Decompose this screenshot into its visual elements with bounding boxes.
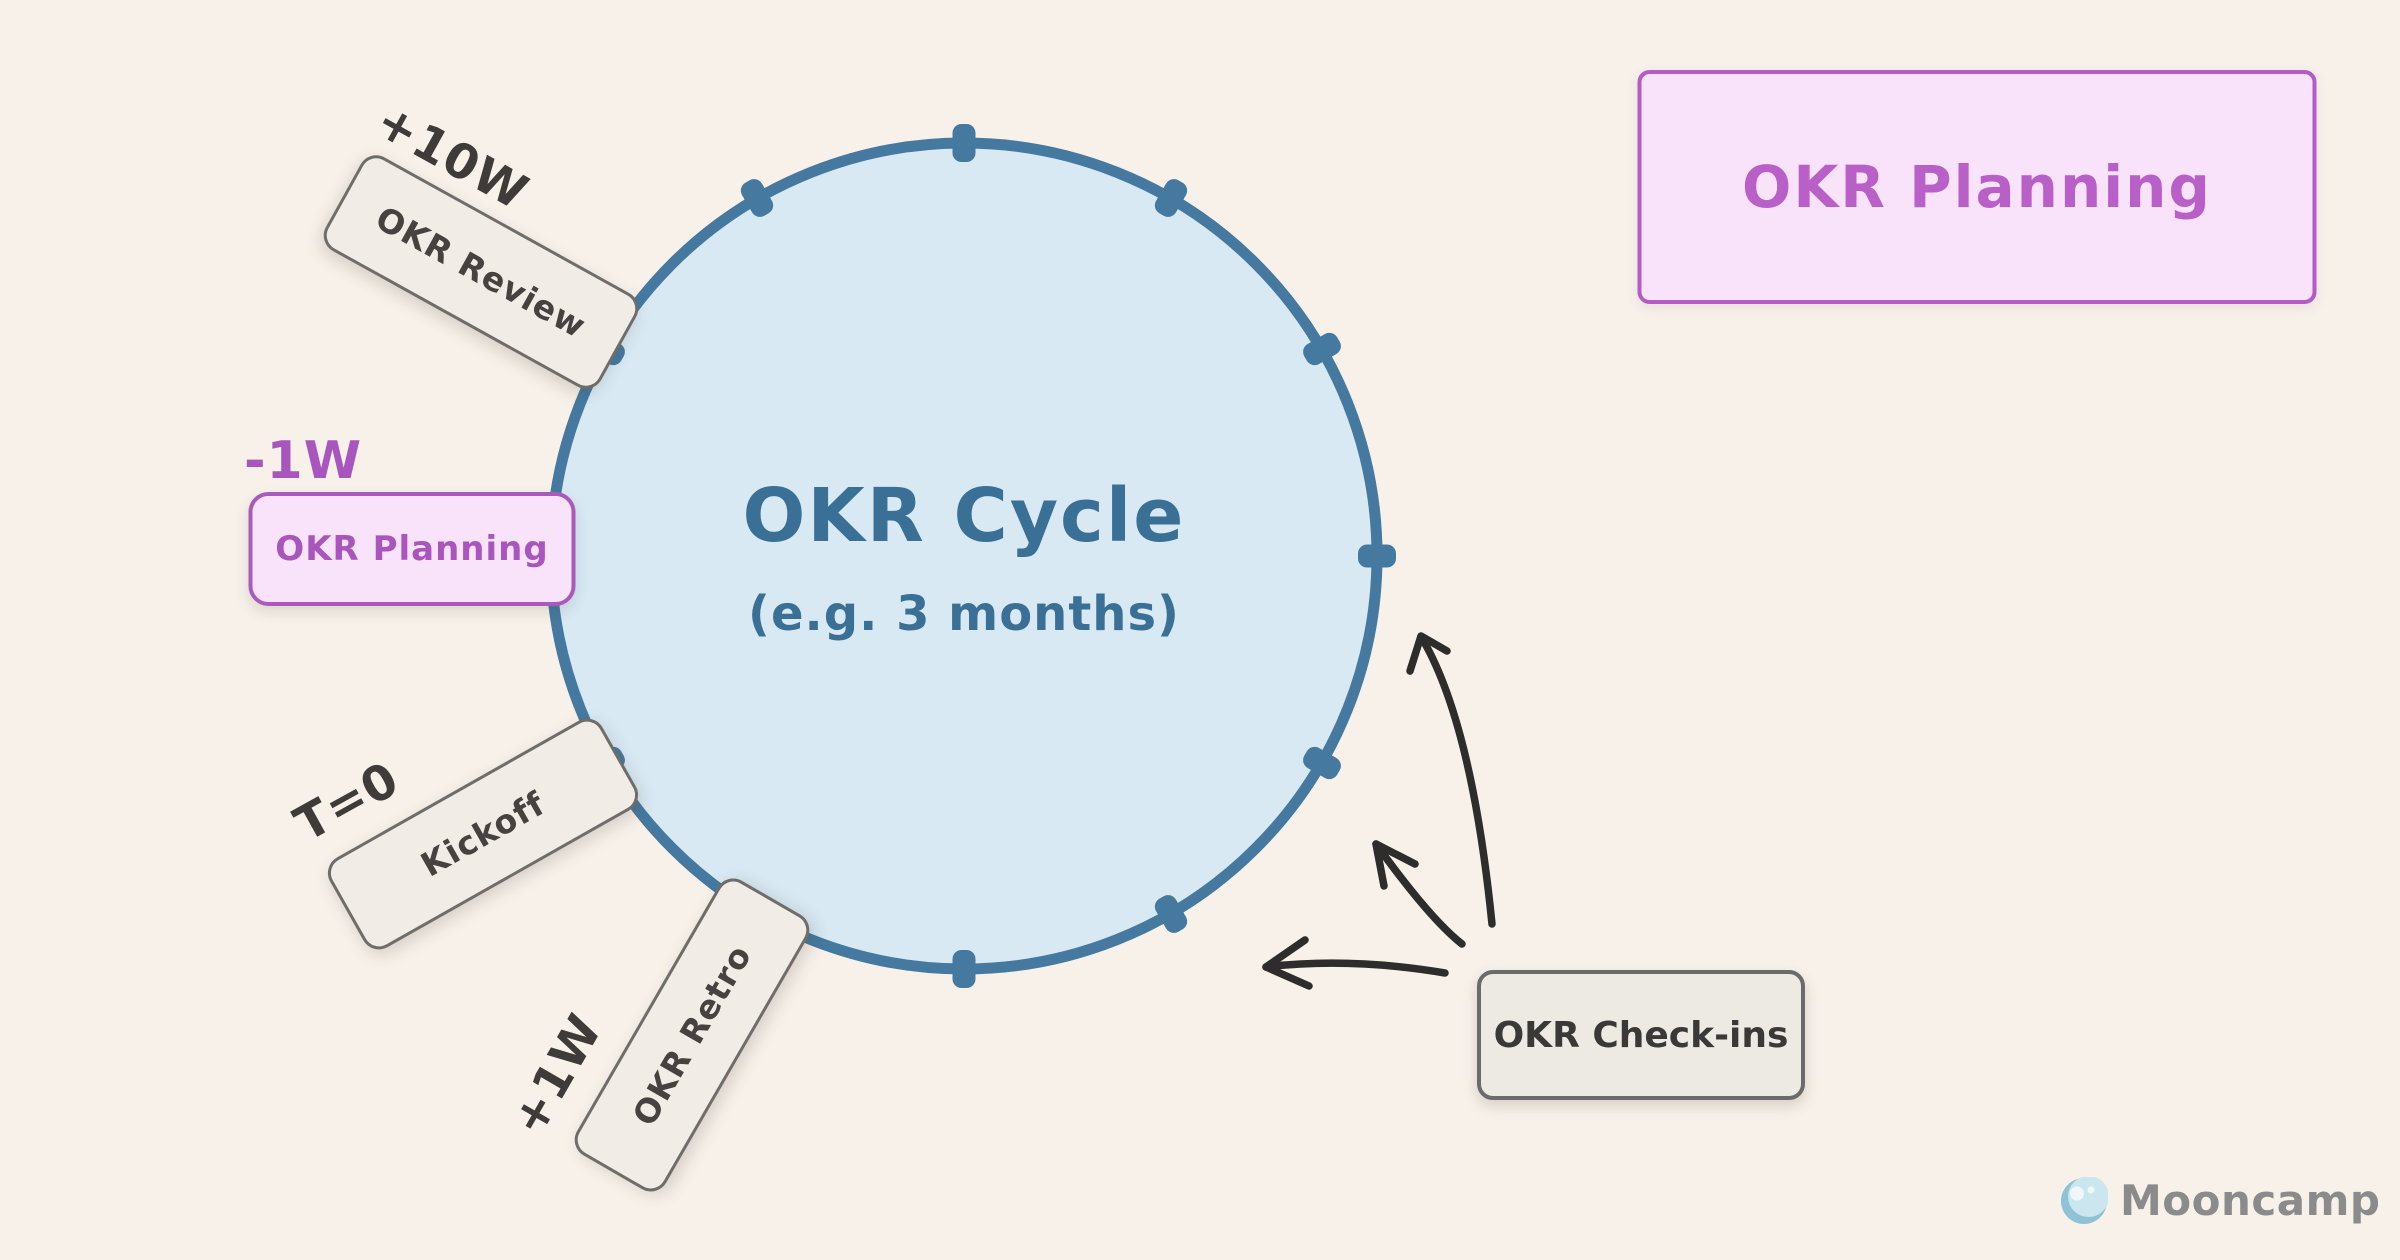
time-label-okr-planning: -1W — [243, 431, 363, 491]
checkins-arrows — [1262, 632, 1496, 990]
arrow-middle-head — [1372, 840, 1419, 890]
checkins-label: OKR Check-ins — [1493, 1014, 1789, 1056]
cycle-subtitle: (e.g. 3 months) — [748, 586, 1180, 642]
checkins-box: OKR Check-ins — [1477, 970, 1805, 1100]
tick-6-oclock — [952, 950, 976, 988]
brand-name: Mooncamp — [2120, 1176, 2381, 1225]
cycle-title: OKR Cycle — [742, 473, 1186, 559]
callout-box-okr-planning: OKR Planning — [1637, 70, 2317, 304]
tick-3-oclock — [1358, 544, 1396, 568]
arrow-long-shaft — [1419, 636, 1496, 928]
moon-icon — [2061, 1176, 2108, 1224]
tick-2-oclock — [1303, 332, 1341, 366]
tick-12-oclock — [952, 124, 976, 162]
arrow-long-head — [1406, 632, 1451, 675]
milestone-box-okr-planning: OKR Planning — [248, 492, 576, 606]
brand-logo: Mooncamp — [2060, 1176, 2380, 1225]
arrow-left-head — [1262, 936, 1313, 990]
tick-11-oclock — [740, 179, 774, 217]
tick-4-oclock — [1303, 746, 1341, 780]
tick-5-oclock — [1154, 895, 1188, 933]
milestone-label: OKR Planning — [275, 529, 549, 569]
tick-1-oclock — [1154, 179, 1188, 217]
arrow-left-shaft — [1262, 959, 1449, 977]
arrow-middle-shaft — [1372, 840, 1466, 948]
callout-label: OKR Planning — [1742, 153, 2212, 221]
